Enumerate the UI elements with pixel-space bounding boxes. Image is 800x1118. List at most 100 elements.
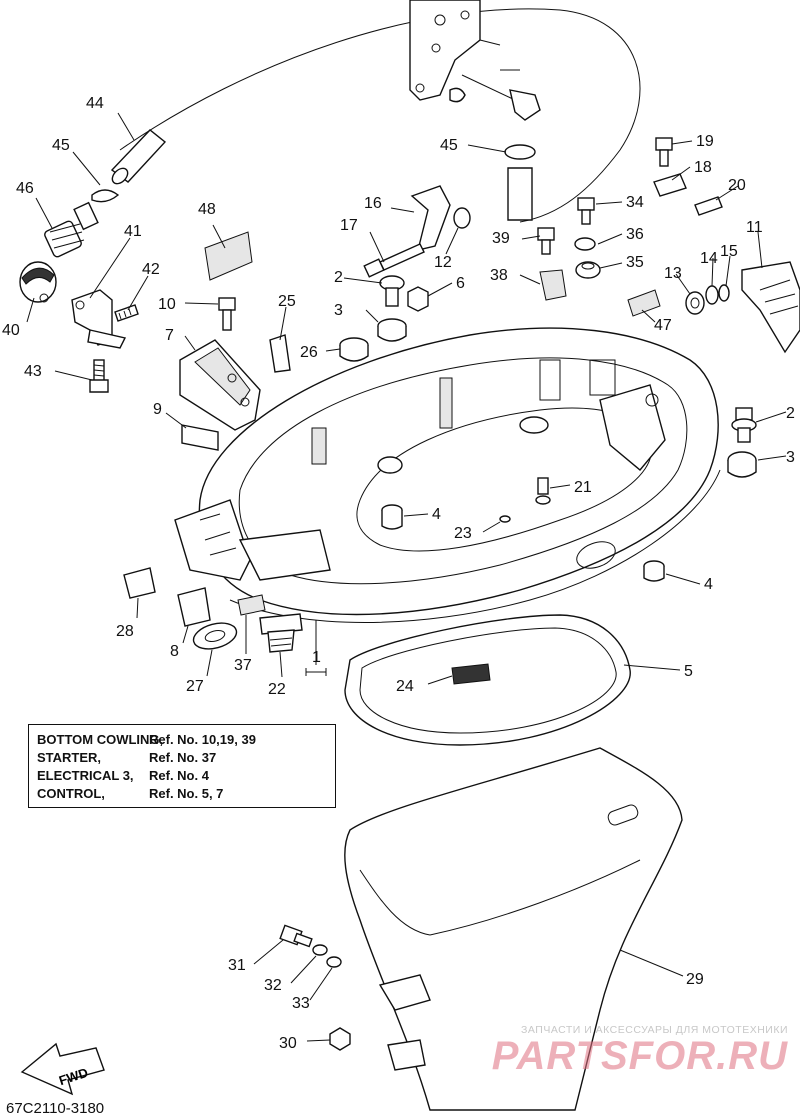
grommet-28	[123, 567, 156, 599]
bolt-2-top	[379, 275, 405, 307]
watermark-brand: PARTSFOR.RU	[491, 1034, 788, 1078]
callout-27: 27	[186, 678, 204, 695]
screw-43	[89, 359, 109, 393]
callout-10: 10	[158, 296, 176, 313]
screw-31	[279, 924, 313, 948]
hose-44	[110, 129, 167, 185]
callout-16: 16	[364, 195, 382, 212]
callout-44: 44	[86, 95, 104, 112]
label-47	[627, 289, 661, 317]
callout-28: 28	[116, 623, 134, 640]
pad-9	[181, 424, 219, 451]
screw-39	[537, 227, 555, 255]
screw-19	[655, 137, 673, 167]
grommet-3-top	[377, 318, 407, 342]
callout-37: 37	[234, 657, 252, 674]
ref-value: Ref. No. 37	[149, 750, 217, 765]
callout-47: 47	[654, 317, 672, 334]
callout-43: 43	[24, 363, 42, 380]
washer-14	[705, 285, 719, 305]
bolt-17	[363, 243, 425, 278]
callout-19: 19	[696, 133, 714, 150]
pad-24	[451, 663, 491, 685]
callout-34: 34	[626, 194, 644, 211]
bracket-8	[177, 587, 211, 627]
callout-21: 21	[574, 479, 592, 496]
callout-30: 30	[279, 1035, 297, 1052]
oring-15	[718, 284, 730, 302]
reference-table: BOTTOM COWLING, Ref. No. 10,19, 39 START…	[28, 724, 336, 808]
callout-9: 9	[153, 401, 162, 418]
callout-32: 32	[264, 977, 282, 994]
collar-13	[685, 291, 705, 315]
callout-45-right: 45	[440, 137, 458, 154]
callout-39: 39	[492, 230, 510, 247]
callout-8: 8	[170, 643, 179, 660]
screw-20	[694, 196, 723, 216]
callout-24: 24	[396, 678, 414, 695]
bolt-2-right	[731, 407, 757, 443]
watermark: ЗАПЧАСТИ И АКСЕССУАРЫ ДЛЯ МОТОТЕХНИКИ PA…	[488, 1024, 788, 1076]
top-cowling-outline	[119, 8, 641, 223]
callout-33: 33	[292, 995, 310, 1012]
callout-18: 18	[694, 159, 712, 176]
callout-12: 12	[434, 254, 452, 271]
grommet-26	[339, 337, 369, 362]
callout-2-right: 2	[786, 405, 795, 422]
screw-34	[577, 197, 595, 225]
callout-numbers: 1 2 2 3 3 4 4 5 6 7 8 9 10 11 12 13 14 1…	[2, 95, 795, 1052]
clamp-45-right	[504, 144, 536, 221]
bracket-41	[71, 289, 127, 349]
callout-29: 29	[686, 971, 704, 988]
ref-value: Ref. No. 4	[149, 768, 209, 783]
callout-1: 1	[312, 649, 321, 666]
upper-bracket	[409, 0, 541, 121]
clamp-45-left	[91, 189, 120, 203]
callout-14: 14	[700, 250, 718, 267]
grommet-3-right	[727, 451, 757, 478]
ref-value: Ref. No. 5, 7	[149, 786, 224, 801]
callout-6: 6	[456, 275, 465, 292]
washer-32	[312, 944, 328, 956]
ref-row-electrical: ELECTRICAL 3, Ref. No. 4	[37, 767, 327, 785]
washer-33	[326, 956, 342, 968]
fwd-arrow: FWD	[20, 1042, 105, 1096]
callout-3-right: 3	[786, 449, 795, 466]
callout-46: 46	[16, 180, 34, 197]
screw-21	[535, 477, 551, 505]
pad-38	[539, 269, 567, 301]
callout-4-right: 4	[704, 576, 713, 593]
leader-lines	[26, 112, 787, 1042]
callout-45-left: 45	[52, 137, 70, 154]
callout-38: 38	[490, 267, 508, 284]
callout-15: 15	[720, 243, 738, 260]
callout-11: 11	[746, 219, 763, 236]
collar-36	[574, 237, 596, 251]
callout-5: 5	[684, 663, 693, 680]
callout-23: 23	[454, 525, 472, 542]
callout-3-top: 3	[334, 302, 343, 319]
ref-row-control: CONTROL, Ref. No. 5, 7	[37, 785, 327, 803]
plate-18	[653, 173, 687, 197]
collar-4-right	[643, 560, 665, 582]
callout-31: 31	[228, 957, 246, 974]
label-48	[204, 231, 253, 281]
screw-42	[114, 304, 139, 322]
nut-30	[329, 1027, 351, 1051]
callout-42: 42	[142, 261, 160, 278]
callout-2-top: 2	[334, 269, 343, 286]
screw-10	[218, 297, 236, 331]
callout-26: 26	[300, 344, 318, 361]
grommet-22	[259, 613, 303, 653]
document-code: 67C2110-3180	[6, 1100, 105, 1117]
ref-row-starter: STARTER, Ref. No. 37	[37, 749, 327, 767]
callout-48: 48	[198, 201, 216, 218]
ref-label: ELECTRICAL 3,	[37, 768, 134, 783]
ref-row-bottom-cowling: BOTTOM COWLING, Ref. No. 10,19, 39	[37, 731, 327, 749]
watermark-tagline: ЗАПЧАСТИ И АКСЕССУАРЫ ДЛЯ МОТОТЕХНИКИ	[521, 1024, 788, 1036]
bottom-cowling-tray	[174, 327, 721, 623]
lower-cowling-29	[344, 747, 683, 1111]
fitting-46	[44, 201, 99, 258]
callout-36: 36	[626, 226, 644, 243]
